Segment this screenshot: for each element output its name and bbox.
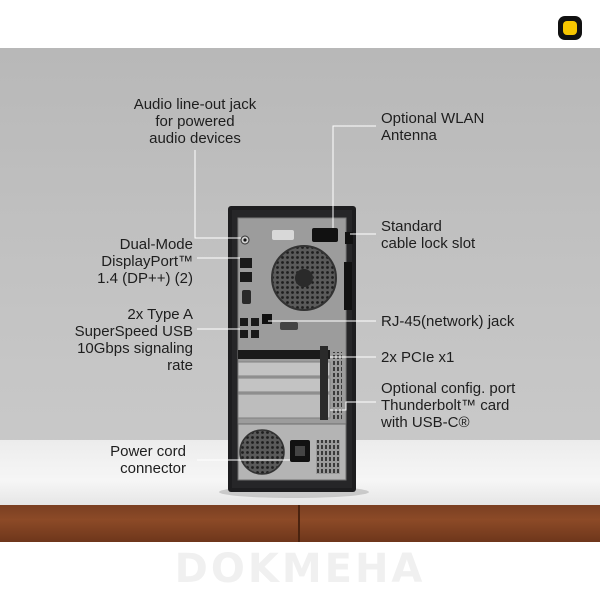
label-rj45: RJ-45(network) jack	[381, 313, 515, 330]
label-audio-line-out: Audio line-out jack for powered audio de…	[133, 96, 257, 147]
label-power-cord: Power cord connector	[110, 443, 186, 477]
shelf-front	[0, 505, 600, 542]
displayport-2	[240, 272, 252, 282]
usb-a-2	[251, 318, 259, 326]
label-pcie: 2x PCIe x1	[381, 349, 455, 366]
label-displayport: Dual-Mode DisplayPort™ 1.4 (DP++) (2)	[97, 236, 193, 287]
shelf-gap	[298, 505, 300, 542]
site-logo-icon	[558, 16, 582, 40]
cable-lock-slot	[345, 232, 353, 244]
watermark: DOKMEHA	[174, 546, 426, 592]
pcie-slot-1	[237, 361, 331, 377]
wlan-antenna	[312, 228, 338, 242]
thunderbolt-slot	[237, 393, 331, 419]
usb-a-1	[240, 318, 248, 326]
label-usb-type-a: 2x Type A SuperSpeed USB 10Gbps signalin…	[74, 306, 193, 374]
pcie-slot-2	[237, 377, 331, 393]
label-cable-lock: Standard cable lock slot	[381, 218, 476, 252]
bottom-margin	[0, 542, 600, 600]
displayport-1	[240, 258, 252, 268]
label-wlan-antenna: Optional WLAN Antenna	[381, 110, 485, 144]
label-thunderbolt: Optional config. port Thunderbolt™ card …	[381, 380, 516, 431]
rj45-port	[262, 314, 272, 324]
psu-fan	[240, 430, 284, 474]
